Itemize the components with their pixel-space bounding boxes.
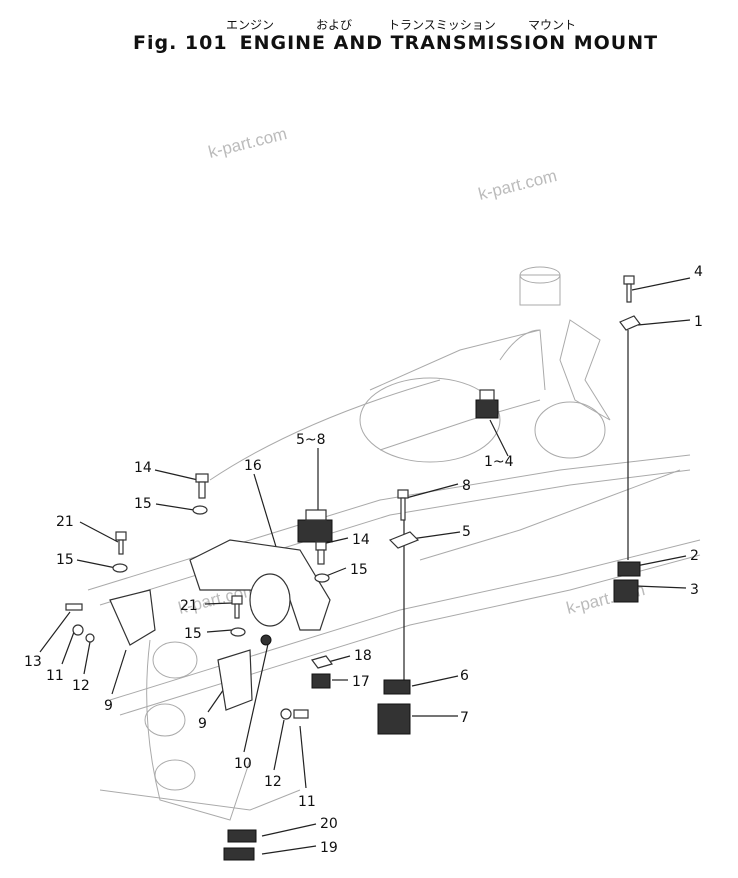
callout-15-low: 15 — [184, 626, 202, 642]
frame-rails — [87, 454, 701, 716]
callout-4: 4 — [694, 264, 703, 280]
callout-labels: 4 1 1~4 5~8 16 8 14 14 15 5 21 15 15 21 … — [24, 264, 703, 856]
callout-19: 19 — [320, 840, 338, 856]
part-bolt-4 — [623, 275, 635, 303]
callout-2: 2 — [690, 548, 699, 564]
callout-15-top: 15 — [134, 496, 152, 512]
figure-number: Fig. 101 — [133, 32, 228, 54]
callout-11-right: 11 — [298, 794, 316, 810]
watermark: k-part.com — [206, 124, 289, 162]
callout-15-mid: 15 — [350, 562, 368, 578]
callout-11-left: 11 — [46, 668, 64, 684]
part-bolt-11-12 — [280, 708, 309, 720]
japanese-caption: エンジン および トランスミッション マウント — [0, 16, 738, 36]
engine-block — [99, 379, 441, 821]
part-bolt-14-top — [195, 473, 209, 499]
part-bolt-14-mid — [315, 541, 327, 565]
jp-mount: マウント — [528, 18, 577, 32]
part-transmission-mount-assembly — [475, 389, 499, 419]
callout-7: 7 — [460, 710, 469, 726]
jp-engine: エンジン — [226, 18, 275, 32]
jp-transmission: トランスミッション — [388, 18, 496, 32]
part-bracket-9-right — [217, 634, 272, 711]
callout-21-left: 21 — [56, 514, 74, 530]
callout-12-right: 12 — [264, 774, 282, 790]
callout-6: 6 — [460, 668, 469, 684]
callout-3: 3 — [690, 582, 699, 598]
part-engine-mount-5-8 — [297, 509, 333, 543]
callout-12-left: 12 — [72, 678, 90, 694]
callout-18: 18 — [354, 648, 372, 664]
callout-8: 8 — [462, 478, 471, 494]
callout-15-left: 15 — [56, 552, 74, 568]
callout-10: 10 — [234, 756, 252, 772]
part-cushion-2-3 — [613, 561, 641, 603]
callout-1: 1 — [694, 314, 703, 330]
part-cushion-6-7 — [377, 679, 411, 735]
part-bracket-16 — [189, 539, 331, 631]
part-bolt-21 — [115, 531, 243, 619]
callout-17: 17 — [352, 674, 370, 690]
part-plate-1 — [619, 315, 641, 331]
part-bolt-8 — [397, 489, 409, 521]
callout-14-top: 14 — [134, 460, 152, 476]
callout-5: 5 — [462, 524, 471, 540]
part-plate-5 — [388, 531, 420, 549]
jp-and: および — [316, 18, 353, 32]
callout-14-mid: 14 — [352, 532, 370, 548]
part-washer-15 — [112, 505, 330, 637]
callout-20: 20 — [320, 816, 338, 832]
callout-1-4: 1~4 — [484, 454, 514, 470]
figure-heading: ENGINE AND TRANSMISSION MOUNT — [239, 32, 659, 54]
callout-16: 16 — [244, 458, 262, 474]
part-cushion-17-18 — [310, 655, 334, 689]
callout-13: 13 — [24, 654, 42, 670]
callout-5-8: 5~8 — [296, 432, 326, 448]
callout-9-right: 9 — [198, 716, 207, 732]
figure-title: Fig. 101 ENGINE AND TRANSMISSION MOUNT — [133, 32, 658, 54]
watermark: k-part.com — [476, 166, 559, 204]
callout-9-left: 9 — [104, 698, 113, 714]
transmission-housing — [359, 266, 611, 463]
callout-21-mid: 21 — [180, 598, 198, 614]
part-cushion-19-20 — [223, 829, 257, 861]
part-bracket-9-left — [65, 589, 156, 646]
leader-lines — [39, 277, 691, 855]
